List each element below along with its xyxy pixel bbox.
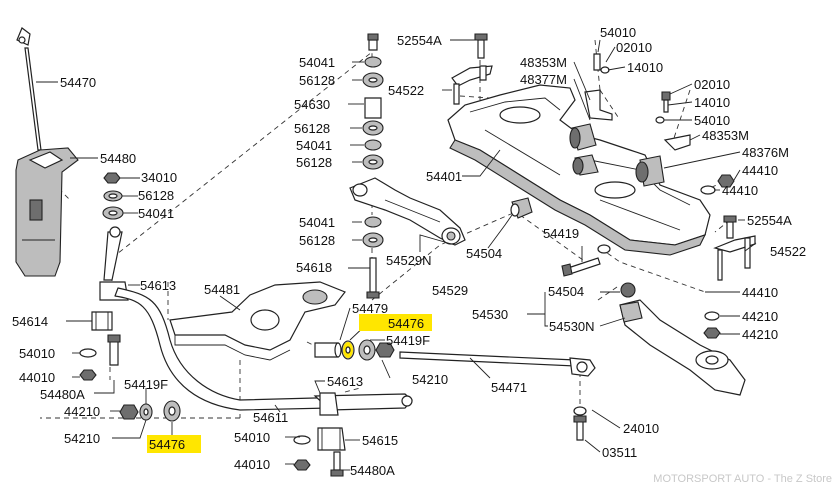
arm-54530N (619, 282, 746, 396)
label-44410-upper[interactable]: 44410 (742, 163, 778, 178)
label-44410-lower[interactable]: 44410 (742, 285, 778, 300)
label-54471[interactable]: 54471 (491, 380, 527, 395)
label-44410-mid[interactable]: 44410 (722, 183, 758, 198)
label-48376M[interactable]: 48376M (742, 145, 789, 160)
label-44010-bottom[interactable]: 44010 (234, 457, 270, 472)
label-44010-left[interactable]: 44010 (19, 370, 55, 385)
link-54613-bottom (293, 392, 413, 477)
label-56128-upper3[interactable]: 56128 (296, 155, 332, 170)
label-48353M-right[interactable]: 48353M (702, 128, 749, 143)
label-54504-center[interactable]: 54504 (466, 246, 502, 261)
label-54618[interactable]: 54618 (296, 260, 332, 275)
label-54611[interactable]: 54611 (253, 410, 288, 425)
label-54041-left[interactable]: 54041 (138, 206, 174, 221)
label-54210-right[interactable]: 54210 (412, 372, 448, 387)
hardware-left (79, 334, 181, 422)
label-54419F-left[interactable]: 54419F (124, 377, 168, 392)
label-54401[interactable]: 54401 (426, 169, 462, 184)
label-44210-left[interactable]: 44210 (64, 404, 100, 419)
highlight-54476-lower (147, 435, 201, 453)
label-54614[interactable]: 54614 (12, 314, 48, 329)
label-54480[interactable]: 54480 (100, 151, 136, 166)
mount-stack-right (569, 53, 735, 195)
label-44210-right-upper[interactable]: 44210 (742, 309, 778, 324)
label-56128-left[interactable]: 56128 (138, 188, 174, 203)
label-54529[interactable]: 54529 (432, 283, 468, 298)
label-54630[interactable]: 54630 (294, 97, 330, 112)
label-14010-top[interactable]: 14010 (627, 60, 663, 75)
part-labels: 54470 54480 34010 56128 54041 54613 5461… (12, 25, 806, 478)
label-54613-lower[interactable]: 54613 (327, 374, 363, 389)
label-54480A-bottom[interactable]: 54480A (350, 463, 395, 478)
label-54010-bottom[interactable]: 54010 (234, 430, 270, 445)
bracket-54614 (91, 311, 113, 331)
label-48377M[interactable]: 48377M (520, 72, 567, 87)
label-52554A-bottom[interactable]: 52554A (747, 213, 792, 228)
hardware-52554A-top (451, 33, 493, 105)
arm-54481 (169, 281, 346, 361)
bushing-stack-center (362, 33, 384, 299)
label-54530N[interactable]: 54530N (549, 319, 595, 334)
label-54419F-right[interactable]: 54419F (386, 333, 430, 348)
label-54476-upper[interactable]: 54476 (388, 316, 424, 331)
label-54530[interactable]: 54530 (472, 307, 508, 322)
label-54615[interactable]: 54615 (362, 433, 398, 448)
label-54479[interactable]: 54479 (352, 301, 388, 316)
label-54010-top[interactable]: 54010 (600, 25, 636, 40)
label-54476-lower[interactable]: 54476 (149, 437, 185, 452)
label-54041-top[interactable]: 54041 (299, 55, 335, 70)
nut-stack-left (102, 172, 124, 220)
label-44210-right-lower[interactable]: 44210 (742, 327, 778, 342)
bracket-54480 (15, 147, 79, 277)
label-24010[interactable]: 24010 (623, 421, 659, 436)
label-52554A-top[interactable]: 52554A (397, 33, 442, 48)
label-54504-right[interactable]: 54504 (548, 284, 584, 299)
label-54613-upper[interactable]: 54613 (140, 278, 176, 293)
label-34010[interactable]: 34010 (141, 170, 177, 185)
label-54470[interactable]: 54470 (60, 75, 96, 90)
label-54529N[interactable]: 54529N (386, 253, 432, 268)
label-03511[interactable]: 03511 (602, 445, 637, 460)
label-54481[interactable]: 54481 (204, 282, 240, 297)
bushing-set-54479 (314, 339, 395, 361)
label-48353M-top[interactable]: 48353M (520, 55, 567, 70)
label-54041-mid[interactable]: 54041 (299, 215, 335, 230)
hardware-52554A-bottom (713, 215, 756, 281)
label-02010-mid[interactable]: 02010 (694, 77, 730, 92)
bushing-54504-center (510, 197, 533, 219)
label-54522-bottom[interactable]: 54522 (770, 244, 806, 259)
label-56128-mid[interactable]: 56128 (299, 233, 335, 248)
rod-54470 (16, 27, 42, 151)
label-54210-left[interactable]: 54210 (64, 431, 100, 446)
highlight-54476-upper (359, 314, 432, 331)
rod-54471 (399, 351, 596, 377)
label-14010-mid[interactable]: 14010 (694, 95, 730, 110)
watermark-text: MOTORSPORT AUTO - The Z Store (653, 473, 832, 485)
label-56128-top[interactable]: 56128 (299, 73, 335, 88)
label-54010-right[interactable]: 54010 (694, 113, 730, 128)
label-02010-top[interactable]: 02010 (616, 40, 652, 55)
leader-lines (36, 39, 757, 471)
label-54010-left[interactable]: 54010 (19, 346, 55, 361)
label-54480A-left[interactable]: 54480A (40, 387, 85, 402)
control-arm-54529N (349, 177, 466, 246)
bolt-03511 (573, 406, 587, 441)
bolt-54419 (561, 244, 611, 277)
label-54419[interactable]: 54419 (543, 226, 579, 241)
label-54041-upper2[interactable]: 54041 (296, 138, 332, 153)
label-56128-upper2[interactable]: 56128 (294, 121, 330, 136)
label-54522-top[interactable]: 54522 (388, 83, 424, 98)
